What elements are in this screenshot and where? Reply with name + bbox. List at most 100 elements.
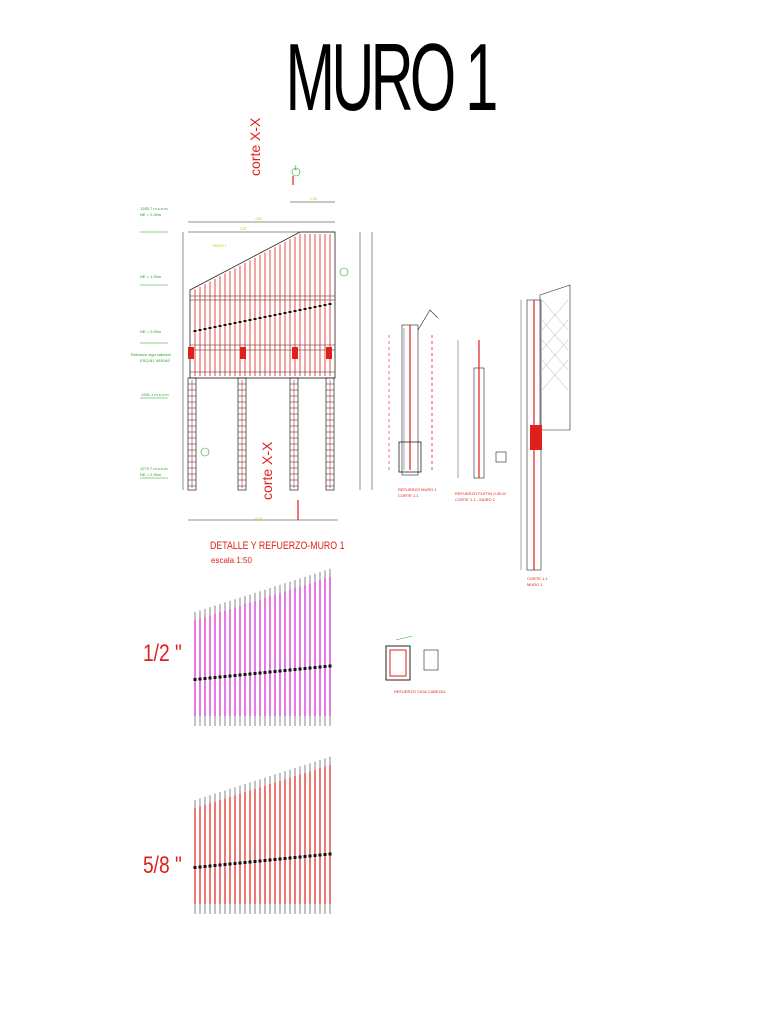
section-detail-c bbox=[520, 284, 571, 571]
schedule-bar-mark bbox=[288, 856, 292, 860]
schedule-label-five-eighths: 5/8 " bbox=[143, 852, 182, 879]
bar-mark bbox=[298, 309, 302, 311]
schedule-bar-mark bbox=[213, 676, 217, 679]
schedule-bar-mark bbox=[238, 673, 242, 677]
svg-text:4.60: 4.60 bbox=[255, 217, 262, 221]
bar-mark bbox=[243, 320, 247, 322]
detail-b-caption: REFUERZO PLETIN-0.30 M bbox=[455, 491, 506, 496]
schedule-bar-mark bbox=[288, 668, 292, 672]
schedule-bar-mark bbox=[253, 860, 257, 863]
schedule-bar-mark bbox=[293, 856, 297, 859]
bar-mark bbox=[283, 312, 287, 314]
schedule-bar-mark bbox=[313, 854, 317, 857]
schedule-bar-mark bbox=[218, 863, 222, 867]
section-marker: 1 bbox=[294, 166, 298, 172]
schedule-bar-mark bbox=[193, 678, 197, 681]
schedule-bar-mark bbox=[198, 677, 202, 681]
schedule-bar-mark bbox=[268, 858, 272, 862]
schedule-bar-mark bbox=[278, 669, 282, 673]
schedule-bar-mark bbox=[218, 675, 222, 679]
bar-mark bbox=[273, 314, 277, 316]
schedule-bar-mark bbox=[233, 862, 237, 865]
bar-mark bbox=[263, 316, 267, 318]
schedule-bar-mark bbox=[303, 855, 307, 858]
bar-mark bbox=[203, 328, 207, 330]
bar-mark bbox=[323, 304, 327, 306]
svg-text:1281.1 m.s.n.m: 1281.1 m.s.n.m bbox=[141, 392, 169, 397]
schedule-bar-mark bbox=[283, 857, 287, 860]
schedule-bar-mark bbox=[233, 674, 237, 677]
schedule-bar-mark bbox=[203, 865, 207, 868]
schedule-bar-mark bbox=[273, 858, 277, 861]
piles bbox=[187, 377, 335, 491]
bar-mark bbox=[223, 324, 227, 326]
schedule-bar-mark bbox=[323, 665, 327, 668]
schedule-bar-mark bbox=[213, 864, 217, 867]
schedule-bar-mark bbox=[223, 675, 227, 678]
bar-mark bbox=[213, 326, 217, 328]
section-detail-b bbox=[457, 340, 507, 479]
schedule-bar-mark bbox=[273, 670, 277, 673]
svg-text:3.87: 3.87 bbox=[240, 227, 247, 231]
beam-caption: REFUERZO VIGA CABEZAL bbox=[394, 689, 446, 694]
detail-c-sub: MURO 1 bbox=[527, 582, 543, 587]
wall-bar-marks bbox=[193, 303, 332, 332]
schedule-bar-mark bbox=[258, 859, 262, 863]
schedule-bar-mark bbox=[228, 862, 232, 866]
svg-text:1.56: 1.56 bbox=[310, 197, 317, 201]
schedule-bar-mark bbox=[243, 673, 247, 676]
detail-a-caption: REFUERZO MURO 1 bbox=[398, 487, 437, 492]
schedule-bar-mark bbox=[198, 865, 202, 869]
svg-text:Refuerzo viga cabezal: Refuerzo viga cabezal bbox=[131, 352, 171, 357]
schedule-bar-mark bbox=[303, 667, 307, 670]
bar-mark bbox=[288, 311, 292, 313]
svg-text:1279.7 m.s.n.m: 1279.7 m.s.n.m bbox=[140, 466, 168, 471]
bar-mark bbox=[303, 308, 307, 310]
detail-b-sub: CORTE 1-1 - MURO 1 bbox=[455, 497, 495, 502]
bar-mark bbox=[328, 303, 332, 305]
schedule-bar-mark bbox=[278, 857, 282, 861]
schedule-bar-mark bbox=[248, 672, 252, 676]
svg-text:NE = 2.90m: NE = 2.90m bbox=[140, 472, 162, 477]
schedule-bar-mark bbox=[248, 860, 252, 864]
schedule-bar-mark bbox=[268, 670, 272, 674]
bar-mark bbox=[233, 322, 237, 324]
section-label-top: corte X-X bbox=[247, 117, 263, 176]
schedule-bar-mark bbox=[208, 676, 212, 680]
schedule-bar-mark bbox=[318, 665, 322, 669]
schedule-bar-mark bbox=[308, 666, 312, 670]
bar-mark bbox=[238, 321, 242, 323]
schedule-bar-mark bbox=[313, 666, 317, 669]
bar-mark bbox=[278, 313, 282, 315]
schedule-bar-mark bbox=[253, 672, 257, 675]
schedule-bar-mark bbox=[293, 668, 297, 671]
schedule-bar-mark bbox=[238, 861, 242, 865]
section-label-bottom: corte X-X bbox=[259, 441, 275, 500]
schedule-bar-mark bbox=[208, 864, 212, 868]
wall-elevation: 1283.7 m.s.n.mNE = 0.30m NE = 1.00m NE =… bbox=[131, 167, 373, 521]
schedule-bar-mark bbox=[263, 859, 267, 862]
bar-mark bbox=[193, 330, 197, 332]
bar-mark bbox=[248, 319, 252, 321]
schedule-bar-mark bbox=[283, 669, 287, 672]
svg-text:4.60: 4.60 bbox=[255, 517, 262, 521]
schedule-label-half-inch: 1/2 " bbox=[143, 640, 182, 667]
section-detail-a bbox=[388, 309, 439, 476]
bar-mark bbox=[198, 329, 202, 331]
bar-mark bbox=[318, 305, 322, 307]
schedule-bar-mark bbox=[223, 863, 227, 866]
schedule-bar-mark bbox=[203, 677, 207, 680]
schedule-bar-mark bbox=[258, 671, 262, 675]
schedule-bar-mark bbox=[298, 855, 302, 859]
bar-mark bbox=[208, 327, 212, 329]
sheet-title: MURO 1 bbox=[285, 24, 498, 131]
bar-schedule-five-eighths bbox=[193, 756, 332, 914]
schedule-bar-mark bbox=[318, 853, 322, 857]
bar-mark bbox=[253, 318, 257, 320]
bar-mark bbox=[228, 323, 232, 325]
schedule-bar-mark bbox=[323, 853, 327, 856]
bar-mark bbox=[218, 325, 222, 327]
schedule-bar-mark bbox=[243, 861, 247, 864]
svg-text:NE = 0.00m: NE = 0.00m bbox=[140, 329, 162, 334]
